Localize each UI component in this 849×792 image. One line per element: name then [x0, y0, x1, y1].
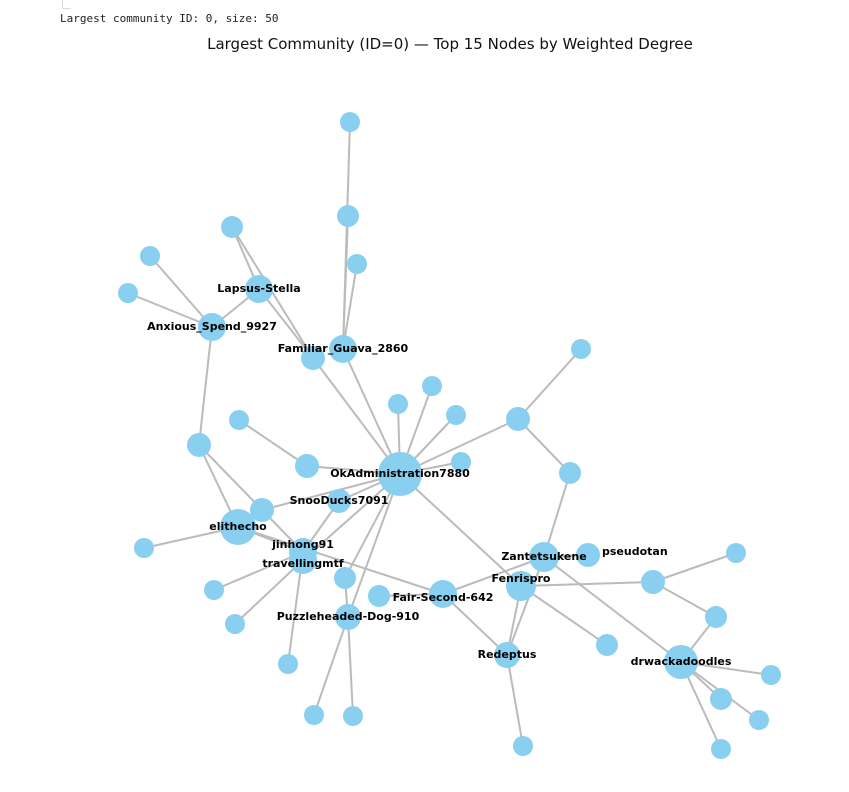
edge	[347, 473, 401, 618]
node	[710, 688, 732, 710]
node	[513, 736, 533, 756]
node-label: Familiar_Guava_2860	[278, 342, 409, 355]
node	[278, 654, 298, 674]
node-label: Lapsus-Stella	[217, 282, 300, 295]
node	[711, 739, 731, 759]
edge	[652, 552, 737, 583]
node	[576, 543, 600, 567]
edge	[520, 585, 608, 646]
node	[225, 614, 245, 634]
node	[245, 275, 273, 303]
node	[221, 216, 243, 238]
node	[250, 498, 274, 522]
node	[726, 543, 746, 563]
edge	[342, 263, 358, 350]
node	[596, 634, 618, 656]
node	[368, 585, 390, 607]
node	[335, 604, 361, 630]
node	[378, 452, 422, 496]
edge	[127, 292, 213, 328]
node	[506, 407, 530, 431]
edge	[234, 559, 304, 625]
edge	[506, 654, 524, 747]
edge	[442, 556, 545, 595]
node	[198, 313, 226, 341]
node	[304, 705, 324, 725]
node	[705, 606, 727, 628]
node	[451, 452, 471, 472]
edge	[312, 357, 401, 475]
node-label: pseudotan	[602, 545, 668, 558]
chart-title: Largest Community (ID=0) — Top 15 Nodes …	[207, 35, 693, 53]
node	[571, 339, 591, 359]
node	[140, 246, 160, 266]
node	[289, 546, 317, 574]
node	[340, 112, 360, 132]
node-label: OkAdministration7880	[330, 467, 470, 480]
edge	[149, 255, 213, 328]
edge	[652, 581, 717, 618]
edge	[399, 473, 522, 587]
node	[134, 538, 154, 558]
edge	[342, 348, 401, 475]
node-label: Redeptus	[478, 648, 537, 661]
edge	[261, 473, 401, 511]
node	[761, 665, 781, 685]
node	[295, 454, 319, 478]
node	[494, 642, 520, 668]
edge	[313, 616, 349, 716]
node	[301, 346, 325, 370]
edge	[198, 326, 213, 446]
edge	[237, 526, 444, 595]
node	[446, 405, 466, 425]
edge	[342, 215, 349, 350]
edge	[347, 616, 354, 717]
node	[327, 489, 351, 513]
node-label: Anxious_Spend_9927	[147, 320, 277, 333]
edge	[258, 288, 314, 359]
edge	[543, 556, 682, 663]
node-label: Puzzleheaded-Dog-910	[277, 610, 420, 623]
node-label: Fenrispro	[492, 572, 551, 585]
node	[204, 580, 224, 600]
node	[559, 462, 581, 484]
edge	[442, 593, 508, 656]
edge	[213, 551, 304, 591]
node	[641, 570, 665, 594]
cell-edge	[62, 0, 71, 9]
node	[229, 410, 249, 430]
node	[506, 571, 536, 601]
node-label: Zantetsukene	[501, 550, 586, 563]
node-label: jinhong91	[271, 538, 334, 551]
output-text: Largest community ID: 0, size: 50	[60, 12, 279, 25]
node	[429, 580, 457, 608]
node	[187, 433, 211, 457]
node	[664, 645, 698, 679]
node	[337, 205, 359, 227]
edge	[520, 581, 654, 587]
node-label: drwackadoodles	[631, 655, 732, 668]
edge	[238, 419, 308, 467]
node-label: elithecho	[209, 520, 267, 533]
node	[749, 710, 769, 730]
node-label: Fair-Second-642	[393, 591, 494, 604]
node	[529, 542, 559, 572]
node	[220, 509, 256, 545]
node	[347, 254, 367, 274]
edge	[506, 556, 545, 656]
node	[329, 335, 357, 363]
node	[118, 283, 138, 303]
node-label: travellingmtf	[262, 557, 343, 570]
edge	[517, 418, 571, 474]
node	[388, 394, 408, 414]
edge	[198, 444, 304, 553]
node	[343, 706, 363, 726]
node	[422, 376, 442, 396]
node-label: SnooDucks7091	[290, 494, 389, 507]
node	[334, 567, 356, 589]
edge	[517, 348, 582, 420]
